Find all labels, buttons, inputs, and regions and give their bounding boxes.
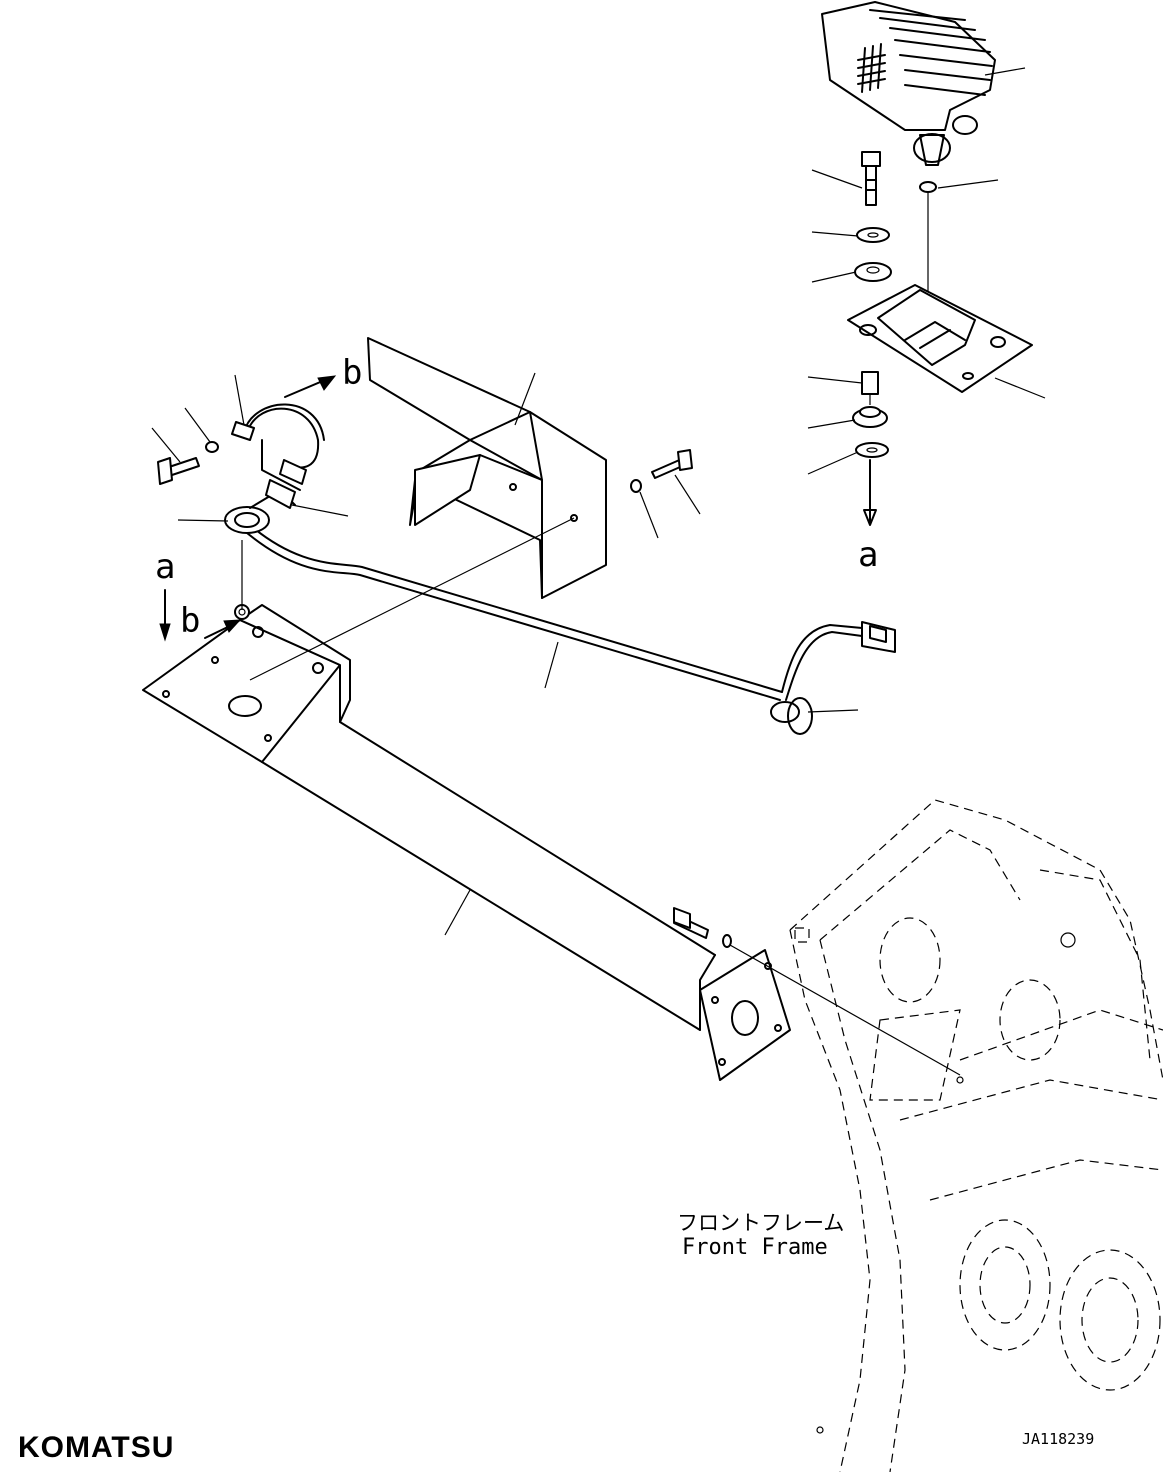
base-plate bbox=[142, 604, 351, 763]
cover-guard bbox=[249, 337, 607, 681]
left-fasteners bbox=[157, 441, 693, 493]
callout-arrows bbox=[159, 375, 337, 642]
brand-logo: KOMATSU bbox=[18, 1431, 174, 1464]
front-frame bbox=[789, 799, 1163, 1472]
frame-label-en: Front Frame bbox=[682, 1235, 828, 1260]
wiring-harness bbox=[224, 403, 896, 735]
callout-b-left: b bbox=[180, 601, 200, 641]
callout-a-top: a bbox=[858, 535, 878, 575]
work-lamp-assembly bbox=[821, 1, 1033, 526]
drawing-code: JA118239 bbox=[1022, 1430, 1094, 1448]
support-bar bbox=[261, 721, 961, 1081]
frame-label-jp: フロントフレーム bbox=[677, 1211, 844, 1235]
callout-a-left: a bbox=[155, 547, 175, 587]
callout-b-top: b bbox=[342, 353, 362, 393]
leader-lines bbox=[151, 67, 1046, 936]
